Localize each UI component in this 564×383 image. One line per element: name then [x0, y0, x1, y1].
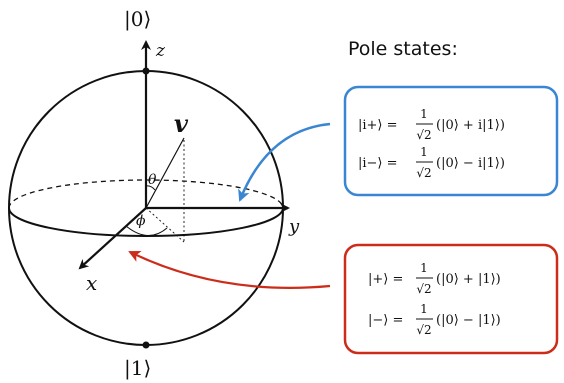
- fraction-numerator: 1: [420, 302, 428, 316]
- fraction-denominator: √2: [416, 128, 431, 142]
- equation-rhs: (|0⟩ + |1⟩): [436, 272, 501, 287]
- projection-radial: [145, 207, 185, 243]
- theta-label: θ: [148, 172, 157, 188]
- equation-lhs: |−⟩ =: [368, 313, 403, 328]
- vector-v-label: v: [174, 109, 189, 138]
- x-axis-label: x: [86, 271, 97, 295]
- equation-rhs: (|0⟩ − |1⟩): [436, 313, 501, 328]
- equation-lhs: |+⟩ =: [368, 272, 403, 287]
- z-axis-label: z: [155, 41, 166, 61]
- fraction-denominator: √2: [416, 282, 431, 296]
- ket-zero-label: |0⟩: [124, 7, 151, 32]
- fraction-numerator: 1: [420, 107, 428, 121]
- state-i-plus-equation: |i+⟩ = 1 √2 (|0⟩ + i|1⟩): [358, 107, 505, 142]
- equation-rhs: (|0⟩ + i|1⟩): [436, 118, 505, 133]
- fraction-numerator: 1: [420, 261, 428, 275]
- equation-lhs: |i−⟩ =: [358, 156, 398, 171]
- state-minus-equation: |−⟩ = 1 √2 (|0⟩ − |1⟩): [368, 302, 501, 337]
- red-pointer-arrow: [128, 250, 331, 289]
- state-i-minus-equation: |i−⟩ = 1 √2 (|0⟩ − i|1⟩): [358, 145, 505, 180]
- phi-label: ϕ: [136, 213, 146, 229]
- red-states-box: [343, 243, 559, 355]
- theta-arc: [145, 185, 156, 191]
- south-pole-dot: [142, 341, 150, 349]
- ket-one-label: |1⟩: [124, 356, 151, 381]
- phi-arc: [125, 225, 168, 236]
- pole-states-title: Pole states:: [348, 38, 458, 60]
- blue-pointer-arrow: [238, 122, 331, 202]
- equator-front: [8, 207, 284, 237]
- x-axis: [78, 207, 147, 270]
- fraction-numerator: 1: [420, 145, 428, 159]
- vector-v: [145, 137, 185, 209]
- fraction-denominator: √2: [416, 166, 431, 180]
- equation-lhs: |i+⟩ =: [358, 118, 398, 133]
- fraction-denominator: √2: [416, 323, 431, 337]
- state-plus-equation: |+⟩ = 1 √2 (|0⟩ + |1⟩): [368, 261, 501, 296]
- blue-states-box: [343, 85, 559, 197]
- equation-rhs: (|0⟩ − i|1⟩): [436, 156, 505, 171]
- y-axis-label: y: [288, 216, 300, 237]
